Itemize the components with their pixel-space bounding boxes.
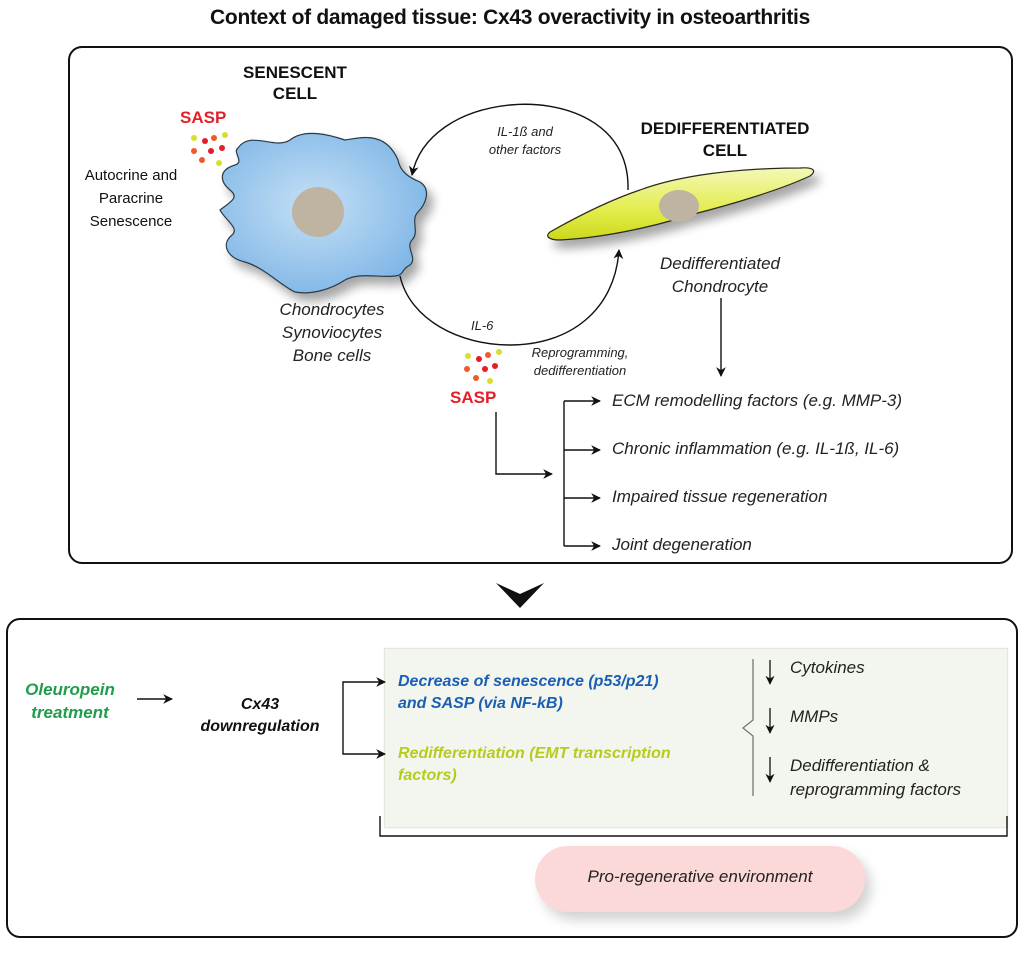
effects-bottom-bracket bbox=[379, 816, 1008, 837]
sasp-label-bottom: SASP bbox=[450, 388, 497, 407]
dedifferentiated-cell-type: Dedifferentiated Chondrocyte bbox=[659, 254, 781, 296]
il1b-factors-label: IL-1ß and other factors bbox=[488, 124, 562, 157]
effect-redifferentiation: Redifferentiation (EMT transcription fac… bbox=[398, 745, 671, 784]
dedifferentiated-cell-heading: DEDIFFERENTIATED CELL bbox=[640, 119, 810, 160]
pro-regenerative-label: Pro-regenerative environment bbox=[587, 867, 813, 886]
outcome-2: Chronic inflammation (e.g. IL-1ß, IL-6) bbox=[612, 439, 900, 458]
outcome-1: ECM remodelling factors (e.g. MMP-3) bbox=[612, 391, 903, 410]
reduction-dediff-factors: Dedifferentiation & reprogramming factor… bbox=[790, 756, 962, 799]
figure-title: Context of damaged tissue: Cx43 overacti… bbox=[210, 6, 810, 29]
treatment-panel bbox=[6, 618, 1018, 938]
dedifferentiated-nucleus bbox=[659, 190, 699, 222]
outcome-4: Joint degeneration bbox=[612, 535, 752, 554]
sasp-outcome-connector bbox=[495, 412, 553, 479]
pro-regenerative-pill bbox=[535, 846, 865, 912]
reduction-mmps: MMPs bbox=[790, 707, 839, 726]
autocrine-paracrine-label: Autocrine and Paracrine Senescence bbox=[84, 167, 178, 230]
cx43-branch-bottom bbox=[342, 728, 386, 759]
sasp-particles-bottom bbox=[464, 349, 502, 384]
effect-senescence-decrease: Decrease of senescence (p53/p21) and SAS… bbox=[398, 673, 659, 712]
cx43-downregulation-label: Cx43 downregulation bbox=[200, 696, 320, 735]
sasp-particles-top bbox=[191, 132, 228, 166]
sasp-label-top: SASP bbox=[180, 108, 227, 127]
cycle-arrow-top bbox=[408, 103, 629, 191]
senescent-nucleus bbox=[292, 187, 344, 237]
damaged-tissue-panel bbox=[68, 46, 1013, 564]
senescent-cell-types: Chondrocytes Synoviocytes Bone cells bbox=[279, 300, 385, 365]
reprogramming-label: Reprogramming, dedifferentiation bbox=[531, 345, 629, 378]
effects-brace bbox=[741, 659, 754, 796]
outcome-3: Impaired tissue regeneration bbox=[612, 487, 828, 506]
senescent-cell-heading: SENESCENT CELL bbox=[243, 63, 347, 103]
il6-label: IL-6 bbox=[471, 318, 494, 333]
cycle-arrow-bottom bbox=[399, 249, 624, 346]
panel-transition-arrowhead bbox=[496, 583, 544, 608]
cx43-branch-top bbox=[342, 677, 386, 728]
effects-box bbox=[384, 648, 1008, 828]
reduction-cytokines: Cytokines bbox=[790, 658, 865, 677]
oleuropein-treatment-label: Oleuropein treatment bbox=[25, 680, 115, 722]
